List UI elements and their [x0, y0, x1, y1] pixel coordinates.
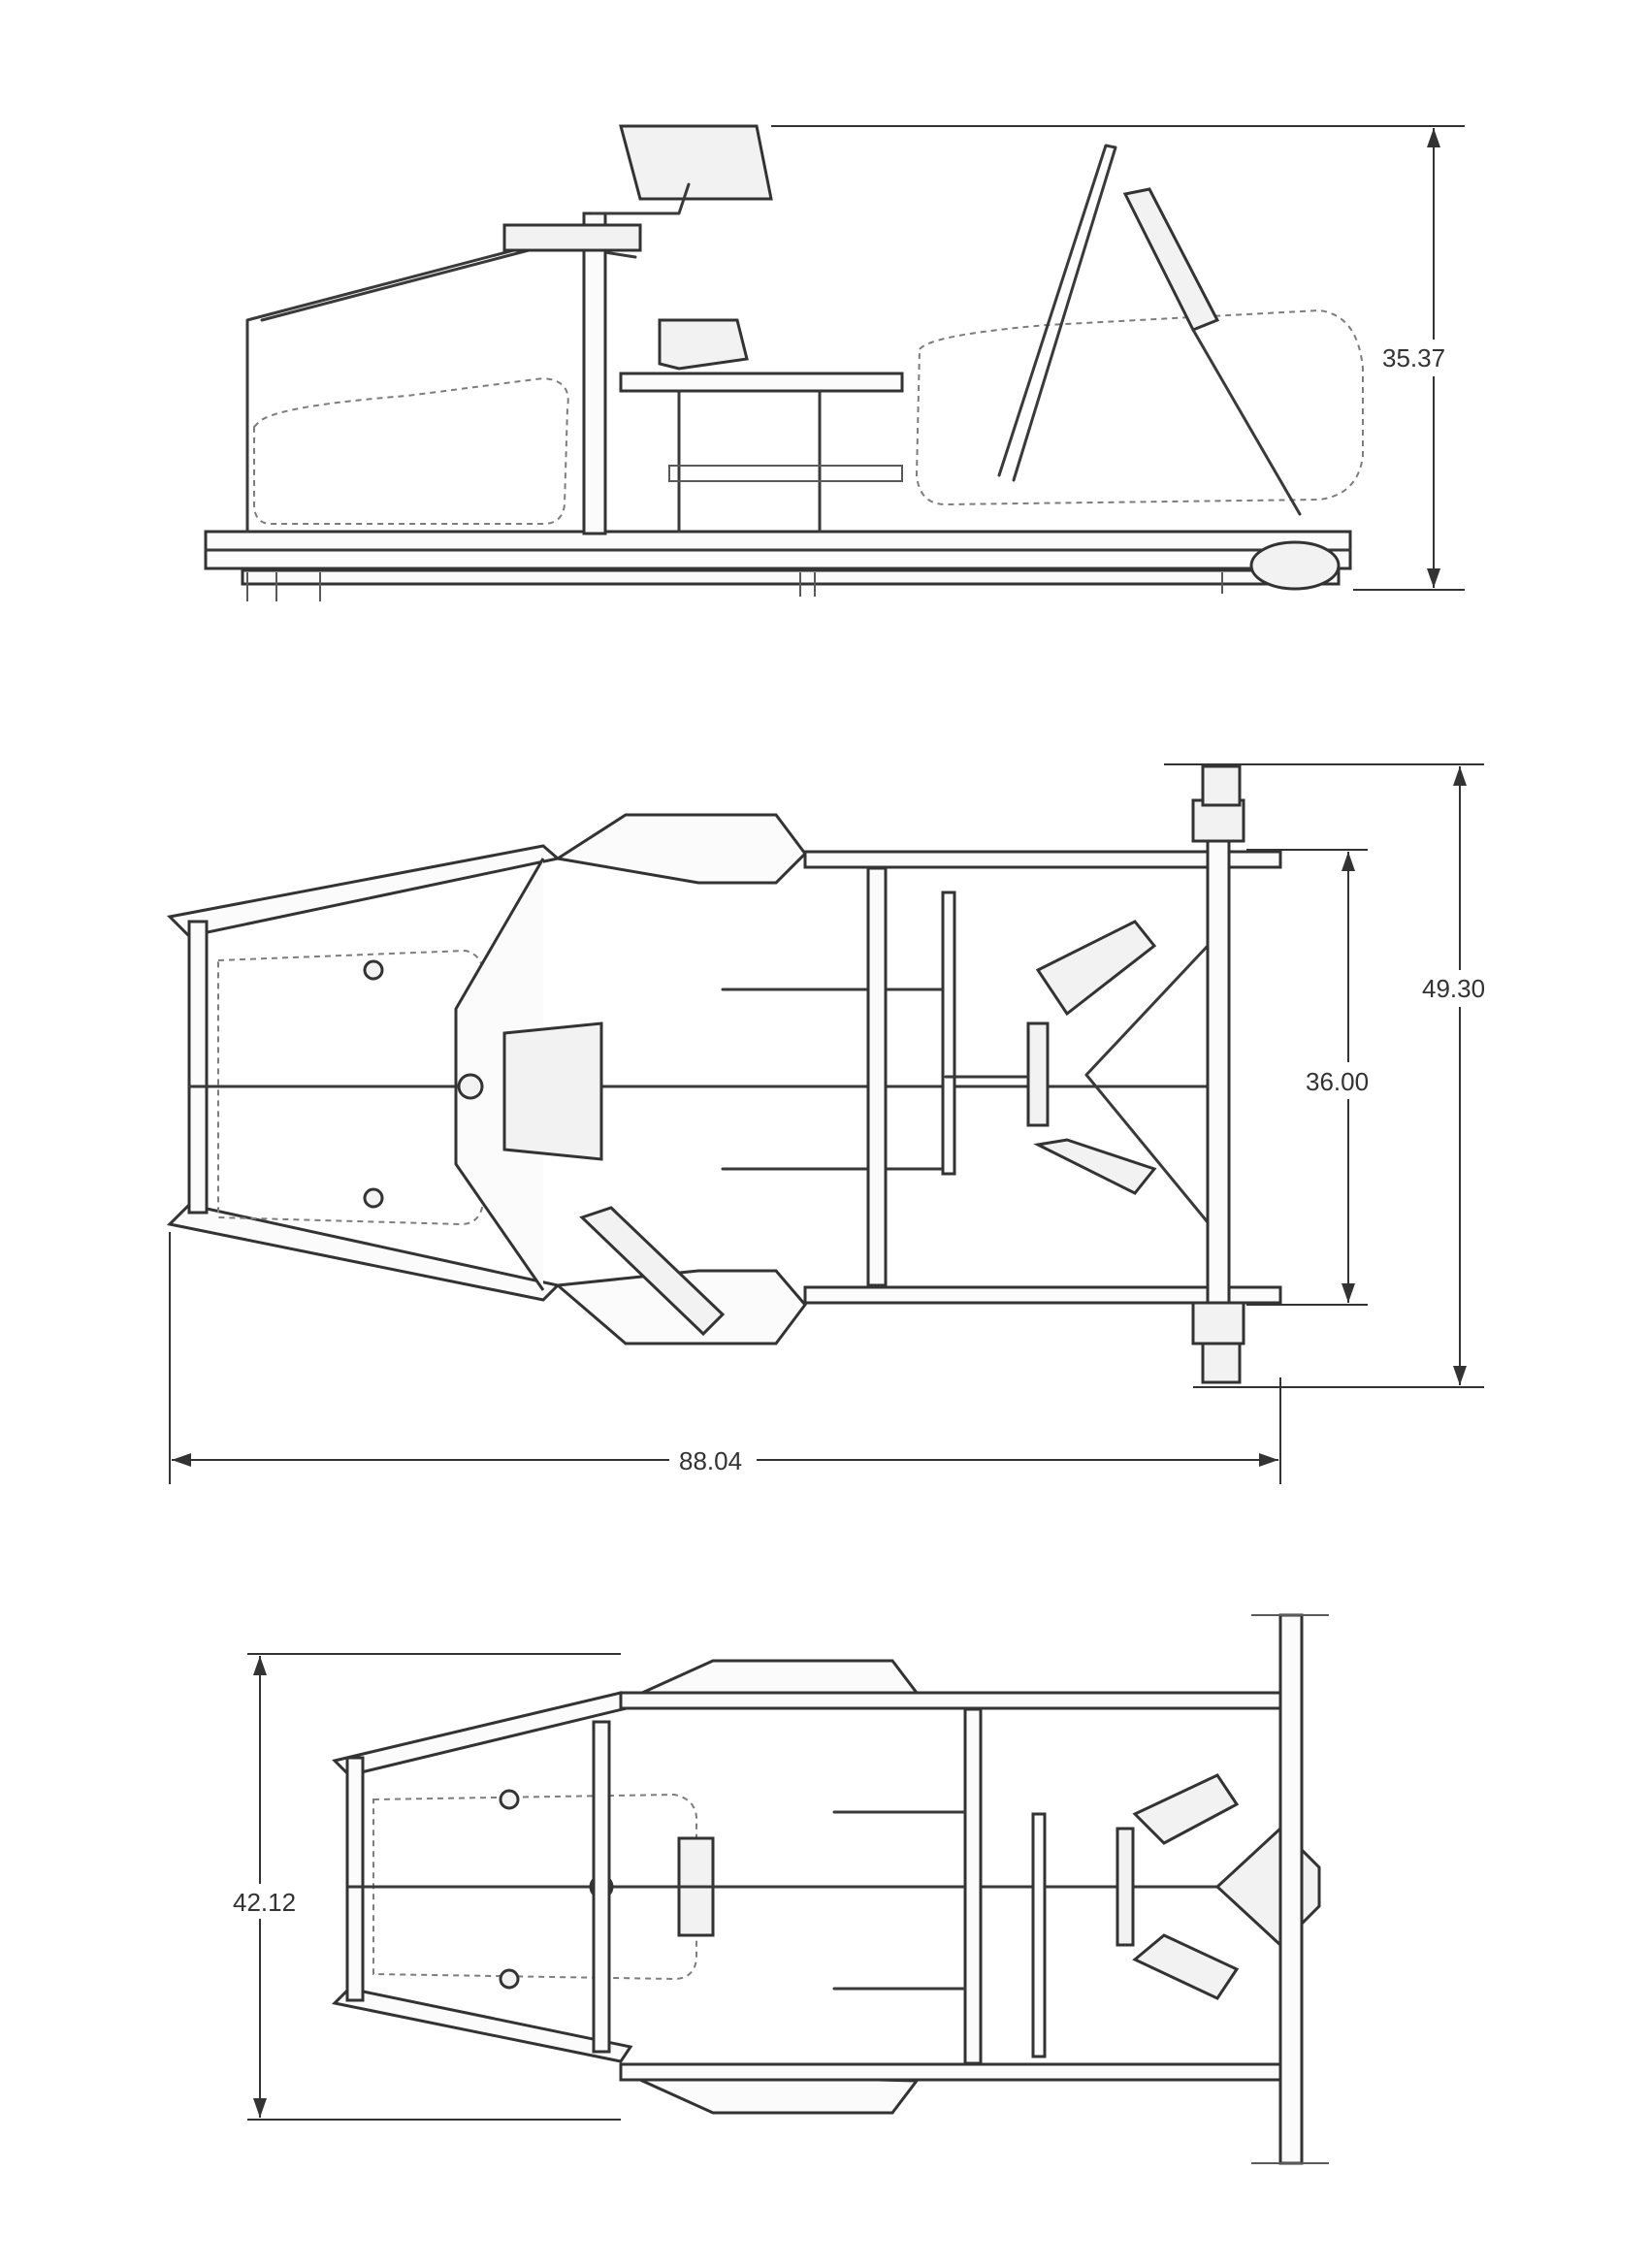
top-firewall-brace	[454, 858, 545, 1291]
top-side-pod-upper	[553, 813, 807, 885]
top-rear-lower-arm	[1033, 1138, 1157, 1195]
bottom-view: 42.12	[229, 1613, 1329, 2165]
bottom-bolt-2	[499, 1968, 520, 1990]
top-dim-49-arrow-bottom	[1453, 1366, 1467, 1385]
bottom-mid-crosstube	[963, 1707, 983, 2065]
top-dim-overall-length-label: 88.04	[679, 1446, 742, 1475]
side-bolt-ticks	[246, 572, 1223, 601]
side-view: 35.37	[204, 124, 1465, 601]
bottom-dim-arrow-top	[253, 1656, 267, 1675]
top-shock	[941, 891, 956, 1176]
top-dim-36-label-bg	[1300, 1062, 1377, 1099]
top-dim-88-label-bg	[669, 1443, 757, 1478]
side-rear-axle	[1249, 540, 1341, 591]
bottom-dim-width-label: 42.12	[233, 1888, 296, 1917]
side-wheel-shaft	[590, 182, 691, 215]
side-dim-height-label: 35.37	[1382, 343, 1445, 373]
top-dim-49-arrow-top	[1453, 766, 1467, 786]
top-dim-88-arrow-left	[172, 1453, 191, 1467]
top-mid-crosstube	[866, 866, 888, 1287]
side-roll-bar	[997, 144, 1117, 482]
top-seat-pan	[217, 949, 485, 1226]
side-steering-column	[582, 211, 607, 535]
top-side-rail-upper	[803, 850, 1282, 869]
side-seat	[253, 376, 569, 525]
bottom-seat	[372, 1793, 698, 1981]
top-wheel-stub-upper	[1201, 764, 1242, 807]
side-front-hoop-inner	[260, 248, 531, 322]
side-steering-mount	[502, 223, 642, 252]
top-brake-pedal	[579, 1206, 726, 1337]
top-pedal-box	[502, 1021, 603, 1161]
side-front-hoop	[245, 241, 637, 534]
top-center-bolt	[457, 1073, 484, 1100]
side-rear-brace	[1191, 328, 1302, 516]
side-dim-arrow-bottom	[1427, 568, 1440, 588]
bottom-rear-gusset	[1214, 1826, 1321, 1948]
side-mid-top-rail	[619, 372, 904, 393]
top-rear-axle	[1206, 803, 1231, 1341]
side-dim-arrow-top	[1427, 128, 1440, 147]
bottom-firewall-tube	[592, 1720, 611, 2054]
side-rear-body	[915, 308, 1364, 506]
bottom-rear-upper-arm	[1132, 1773, 1240, 1845]
bottom-front-bumper	[345, 1756, 365, 2002]
top-rear-triangle	[1084, 944, 1210, 1224]
bottom-side-rail-upper	[619, 1691, 1302, 1710]
side-rear-strut	[1122, 187, 1220, 332]
bottom-rear-lower-arm	[1132, 1933, 1240, 2000]
top-wheel-stub-lower	[1201, 1342, 1242, 1384]
side-steering-wheel	[619, 124, 773, 201]
top-dim-36-arrow-top	[1342, 852, 1355, 871]
bottom-dim-label-bg	[229, 1884, 307, 1919]
top-rear-hub-upper	[1191, 798, 1245, 843]
bottom-front-lower-tube	[331, 1987, 633, 2063]
top-steering-rack	[1026, 1021, 1050, 1127]
top-rear-hub-lower	[1191, 1301, 1245, 1345]
top-bolt-2	[363, 1187, 384, 1209]
top-dim-49-label-bg	[1416, 970, 1494, 1007]
bottom-front-upper-tube	[332, 1691, 633, 1777]
side-dim-label-bg	[1377, 340, 1445, 376]
top-bolt-1	[363, 959, 384, 981]
top-dim-36-arrow-bottom	[1342, 1283, 1355, 1303]
top-front-bumper	[187, 920, 209, 1215]
top-front-upper-tube	[166, 844, 562, 938]
bottom-rear-axle	[1278, 1613, 1304, 2165]
bottom-dim-arrow-bottom	[253, 2098, 267, 2118]
top-view: 49.30 36.00 88.04	[166, 763, 1494, 1484]
top-side-rail-lower	[803, 1285, 1282, 1305]
bottom-bolt-1	[499, 1789, 520, 1810]
side-lower-rail	[241, 568, 1341, 586]
top-dim-88-arrow-right	[1259, 1453, 1278, 1467]
bottom-side-rail-lower	[619, 2062, 1302, 2082]
side-pedal-bracket	[658, 318, 749, 371]
top-dim-overall-width-label: 49.30	[1422, 974, 1485, 1003]
top-rear-upper-arm	[1035, 920, 1157, 1017]
top-dim-track-width-label: 36.00	[1306, 1067, 1369, 1096]
bottom-shock	[1031, 1812, 1047, 2058]
side-mid-crossbar	[668, 465, 903, 482]
bottom-steering-rack	[1116, 1827, 1135, 1947]
